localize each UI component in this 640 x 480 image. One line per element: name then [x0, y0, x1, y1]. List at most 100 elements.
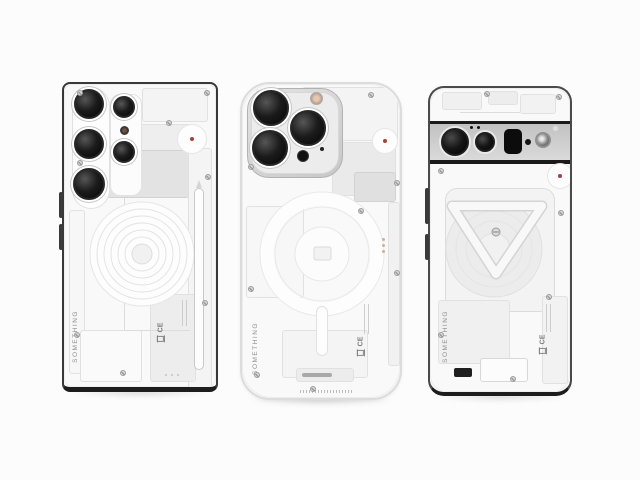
- pcb-patch: [438, 300, 510, 364]
- pcb-trace: [460, 112, 520, 113]
- screw-icon: [248, 286, 254, 292]
- mic-dot: [470, 126, 473, 129]
- contact-dots: [382, 244, 385, 247]
- screw-icon: [205, 174, 211, 180]
- laser-af-sensor: [120, 126, 129, 135]
- main-camera-lens: [73, 168, 105, 200]
- fine-print-lines: [546, 304, 547, 332]
- mic-dot: [477, 126, 480, 129]
- screw-icon: [394, 180, 400, 186]
- tele-camera-lens: [113, 96, 135, 118]
- red-accent-dot: [190, 137, 194, 141]
- phone-shadow: [66, 387, 214, 398]
- screw-icon: [202, 300, 208, 306]
- lidar-sensor: [297, 150, 309, 162]
- screw-icon: [120, 370, 126, 376]
- fine-print-lines: [182, 300, 183, 326]
- s-pen-tip: [196, 180, 202, 188]
- screw-icon: [254, 372, 260, 378]
- pcb-patch: [354, 172, 396, 202]
- pcb-patch: [142, 88, 208, 122]
- coil-tail: [316, 306, 328, 356]
- main-camera-lens: [74, 89, 104, 119]
- power-button: [425, 188, 429, 224]
- s-pen-silhouette: [194, 188, 204, 370]
- screw-icon: [74, 332, 80, 338]
- camera-bar: [430, 121, 570, 164]
- magsafe-ring: [259, 191, 385, 317]
- flash: [310, 92, 323, 105]
- teardown-skin: SOMETHING CE: [64, 84, 216, 387]
- ce-mark: CE: [538, 334, 546, 345]
- pcb-patch: [442, 92, 482, 110]
- periscope-tele-lens: [504, 129, 522, 154]
- fine-print-lines: [186, 300, 187, 326]
- contact-dots: [165, 374, 167, 376]
- screw-icon: [438, 332, 444, 338]
- screw-icon: [510, 376, 516, 382]
- contact-dots: [382, 250, 385, 253]
- fine-print-lines: [368, 304, 369, 334]
- teardown-skin: SOMETHING CE: [242, 84, 400, 398]
- wide-camera-lens: [253, 90, 289, 126]
- main-camera-lens: [74, 129, 104, 159]
- regulatory-marks: CE: [155, 322, 166, 344]
- phone-iphone-13-pro-max: SOMETHING CE: [240, 82, 402, 400]
- mic-dot: [320, 147, 324, 151]
- weee-icon: [156, 335, 166, 343]
- component-chip: [454, 368, 472, 377]
- speaker-mesh: [300, 390, 352, 393]
- phone-shadow: [246, 395, 398, 406]
- flash: [535, 132, 551, 148]
- sensor-dot: [525, 139, 531, 145]
- contact-dots: [177, 374, 179, 376]
- connector-bar: [302, 373, 332, 377]
- ultrawide-camera-lens: [475, 132, 495, 152]
- teardown-skin: SOMETHING CE: [430, 88, 570, 392]
- screw-icon: [546, 294, 552, 300]
- contact-dots: [382, 238, 385, 241]
- weee-icon: [538, 347, 548, 355]
- screw-icon: [394, 270, 400, 276]
- ce-mark: CE: [156, 322, 164, 333]
- ce-mark: CE: [356, 336, 364, 347]
- brand-label: SOMETHING: [252, 322, 259, 375]
- screw-icon: [310, 386, 316, 392]
- red-accent-dot: [383, 139, 387, 143]
- pcb-patch: [388, 202, 400, 366]
- screw-icon: [77, 90, 83, 96]
- phone-shadow: [432, 391, 570, 402]
- regulatory-marks: CE: [355, 336, 366, 358]
- volume-button: [59, 192, 63, 218]
- fine-print-lines: [550, 304, 551, 332]
- ultrawide-camera-lens: [252, 130, 288, 166]
- phone-pixel-6-pro: SOMETHING CE: [425, 86, 572, 396]
- red-accent-dot: [558, 174, 562, 178]
- screw-icon: [248, 164, 254, 170]
- contact-dots: [171, 374, 173, 376]
- screw-icon: [438, 168, 444, 174]
- weee-icon: [356, 349, 366, 357]
- screw-icon: [166, 120, 172, 126]
- fine-print-lines: [364, 304, 365, 334]
- power-button: [59, 224, 63, 250]
- sensor-dot: [552, 125, 559, 132]
- pcb-patch: [520, 94, 556, 114]
- pcb-patch: [488, 91, 518, 105]
- screw-icon: [484, 91, 490, 97]
- pcb-trace: [124, 330, 190, 331]
- screw-icon: [556, 94, 562, 100]
- coil-and-triangle-antenna: [445, 200, 548, 298]
- tele-camera-lens: [290, 110, 326, 146]
- volume-button: [425, 234, 429, 260]
- pcb-patch: [480, 358, 528, 382]
- screw-icon: [77, 160, 83, 166]
- wireless-charging-coil: [89, 201, 195, 307]
- wide-camera-lens: [441, 128, 469, 156]
- tele-camera-lens: [113, 141, 135, 163]
- phone-galaxy-s22-ultra: SOMETHING CE: [59, 82, 218, 392]
- screw-icon: [558, 210, 564, 216]
- regulatory-marks: CE: [537, 334, 548, 356]
- screw-icon: [368, 92, 374, 98]
